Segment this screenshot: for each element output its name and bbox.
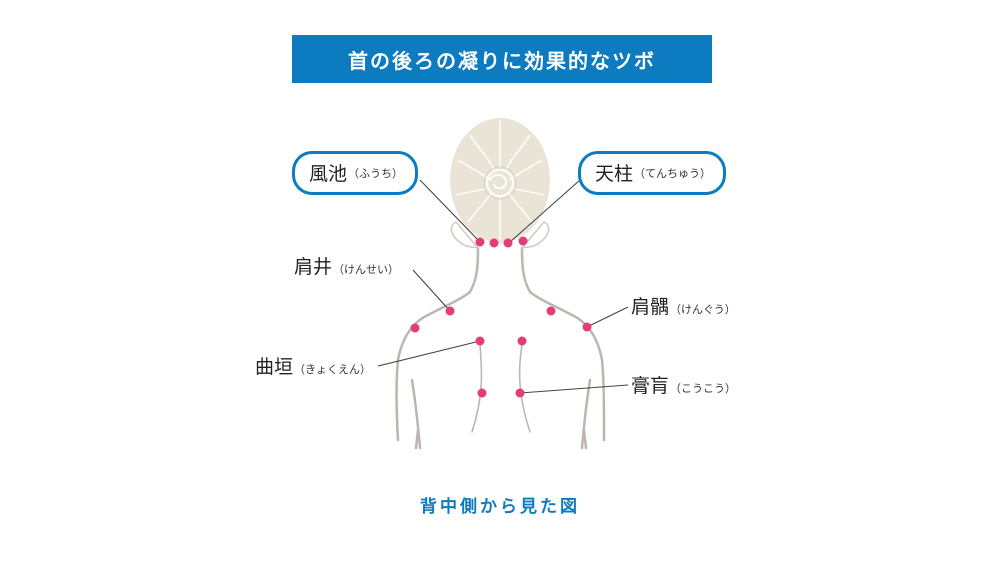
label-kengu: 肩髃 （けんぐう） (631, 292, 736, 319)
label-kyokuen-kanji: 曲垣 (255, 356, 294, 378)
hair-bun (450, 118, 550, 244)
label-fuchi-kana: （ふうち） (348, 166, 404, 180)
point-kengu-right (582, 322, 592, 332)
label-kensei-kanji: 肩井 (294, 256, 333, 278)
point-kensei-left (445, 306, 455, 316)
label-koko-kanji: 膏肓 (631, 375, 670, 397)
label-tenchu-kanji: 天柱 (595, 163, 634, 185)
label-kensei: 肩井 （けんせい） (294, 252, 399, 279)
point-koko-right (515, 388, 525, 398)
figure-caption: 背中側から見た図 (420, 497, 580, 517)
point-fuchi-right (518, 236, 528, 246)
label-kyokuen: 曲垣 （きょくえん） (255, 352, 371, 379)
point-kyokuen-right (517, 336, 527, 346)
point-fuchi-left (475, 237, 485, 247)
acupoints (410, 236, 592, 398)
label-kengu-kana: （けんぐう） (670, 303, 736, 316)
title-banner: 首の後ろの凝りに効果的なツボ (292, 35, 712, 83)
point-koko-left (477, 388, 487, 398)
label-fuchi-kanji: 風池 (309, 163, 348, 185)
body-outline (395, 246, 606, 450)
label-fuchi: 風池 （ふうち） (292, 151, 419, 195)
label-tenchu-kana: （てんちゅう） (634, 166, 712, 180)
label-kensei-kana: （けんせい） (333, 263, 400, 276)
label-kengu-kanji: 肩髃 (631, 296, 670, 318)
point-tenchu-right (503, 238, 513, 248)
leader-lines (377, 179, 629, 394)
title-text: 首の後ろの凝りに効果的なツボ (348, 48, 656, 73)
point-kyokuen-left (475, 336, 485, 346)
point-tenchu-left (489, 238, 499, 248)
label-tenchu: 天柱 （てんちゅう） (578, 151, 727, 195)
label-koko-kana: （こうこう） (670, 382, 737, 395)
point-kensei-right (546, 306, 556, 316)
ears (450, 221, 550, 250)
point-kengu-left (410, 323, 420, 333)
label-kyokuen-kana: （きょくえん） (294, 363, 372, 376)
label-koko: 膏肓 （こうこう） (631, 371, 736, 398)
